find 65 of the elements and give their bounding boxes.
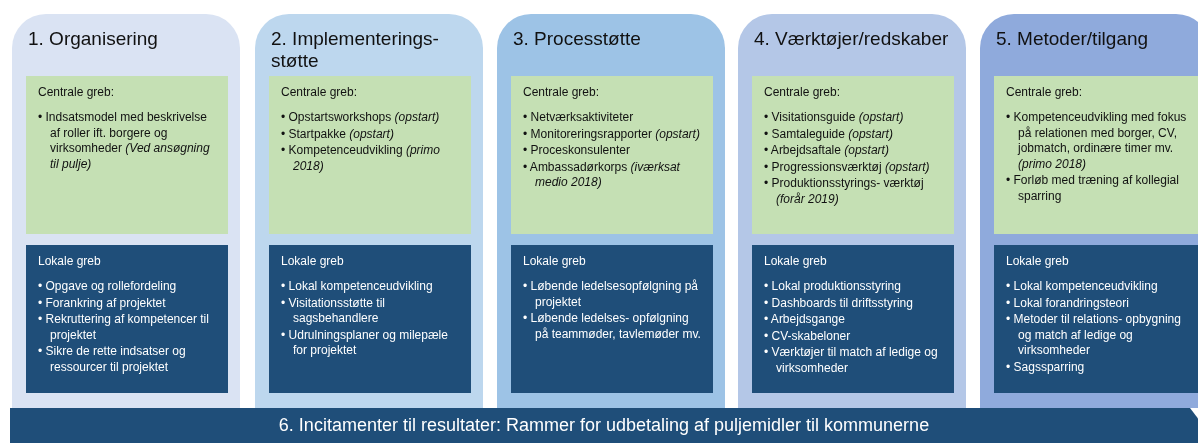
bullet-item: • Sikre de rette indsatser og ressourcer til projektet bbox=[38, 344, 187, 375]
bullet-item: • Arbejdsaftale (opstart) bbox=[764, 143, 890, 159]
central-measures-box bbox=[26, 76, 228, 234]
box-heading: Centrale greb: bbox=[1006, 84, 1084, 100]
bullet-item: • Proceskonsulenter bbox=[523, 143, 631, 159]
pillar-column bbox=[738, 14, 966, 408]
bullet-item: • Netværksaktiviteter bbox=[523, 110, 635, 126]
bullet-item: • Lokal forandringsteori bbox=[1006, 295, 1130, 311]
bullet-item: • Værktøjer til match af ledige og virksomheder bbox=[764, 345, 939, 376]
column-heading: 4. Værktøjer/redskaber bbox=[753, 27, 950, 50]
bullet-item: • Indsatsmodel med beskrivelse af roller ift. borgere og virksomheder (Ved ansøgning til pulje) bbox=[38, 110, 211, 172]
foundation-band bbox=[10, 408, 1198, 443]
box-heading: Centrale greb: bbox=[764, 84, 842, 100]
bullet-item: • Udrulningsplaner og milepæle for projektet bbox=[281, 327, 449, 359]
central-measures-box bbox=[511, 76, 713, 234]
bullet-item: • Forankring af projektet bbox=[38, 295, 167, 311]
bullet-item: • Lokal produktionsstyring bbox=[764, 279, 902, 295]
column-heading: 3. Processtøtte bbox=[512, 27, 642, 50]
box-heading: Lokale greb bbox=[1006, 253, 1070, 269]
band-text: 6. Incitamenter til resultater: Rammer for udbetaling af puljemidler til kommunerne bbox=[278, 415, 930, 436]
bullet-item: • Forløb med træning af kollegial sparring bbox=[1006, 173, 1180, 204]
bullet-item: • Opgave og rollefordeling bbox=[38, 279, 178, 295]
bullet-item: • Kompetenceudvikling med fokus på relationen med borger, CV, jobmatch, ordinære timer mv. (primo 2018) bbox=[1006, 110, 1188, 172]
bullet-item: • Arbejdsgange bbox=[764, 312, 846, 328]
bullet-item: • Startpakke (opstart) bbox=[281, 126, 395, 142]
bullet-item: • Opstartsworkshops (opstart) bbox=[281, 110, 441, 126]
bullet-item: • CV-skabeloner bbox=[764, 328, 852, 344]
box-heading: Centrale greb: bbox=[38, 84, 116, 100]
box-heading: Centrale greb: bbox=[281, 84, 359, 100]
column-heading: 1. Organisering bbox=[27, 27, 159, 50]
box-heading: Lokale greb bbox=[764, 253, 828, 269]
pillar-column bbox=[255, 14, 483, 408]
box-heading: Lokale greb bbox=[38, 253, 102, 269]
local-measures-box bbox=[269, 245, 471, 393]
bullet-item: • Rekruttering af kompetencer til projektet bbox=[38, 312, 210, 343]
bullet-item: • Lokal kompetenceudvikling bbox=[281, 279, 434, 295]
bullet-item: • Progressionsværktøj (opstart) bbox=[764, 159, 931, 175]
column-heading: 5. Metoder/tilgang bbox=[995, 27, 1150, 50]
local-measures-box bbox=[511, 245, 713, 393]
column-heading: 2. Implementerings- støtte bbox=[270, 27, 440, 72]
bullet-item: • Produktionsstyrings- værktøj (forår 2019) bbox=[764, 176, 925, 207]
central-measures-box bbox=[269, 76, 471, 234]
box-heading: Lokale greb bbox=[281, 253, 345, 269]
local-measures-box bbox=[752, 245, 954, 393]
bullet-item: • Ambassadørkorps (iværksat medio 2018) bbox=[523, 159, 681, 191]
bullet-item: • Løbende ledelses- opfølgning på teammøder, tavlemøder mv. bbox=[523, 311, 702, 342]
bullet-item: • Visitationsstøtte til sagsbehandlere bbox=[281, 295, 386, 327]
local-measures-box bbox=[26, 245, 228, 393]
central-measures-box bbox=[752, 76, 954, 234]
bullet-item: • Monitoreringsrapporter (opstart) bbox=[523, 126, 701, 142]
pillar-column bbox=[497, 14, 725, 408]
bullet-item: • Samtaleguide (opstart) bbox=[764, 126, 894, 142]
pillar-column bbox=[12, 14, 240, 408]
box-heading: Lokale greb bbox=[523, 253, 587, 269]
central-measures-box bbox=[994, 76, 1198, 234]
bullet-item: • Visitationsguide (opstart) bbox=[764, 110, 905, 126]
pillar-column bbox=[980, 14, 1198, 408]
bullet-item: • Løbende ledelsesopfølgning på projektet bbox=[523, 279, 699, 310]
local-measures-box bbox=[994, 245, 1198, 393]
bullet-item: • Lokal kompetenceudvikling bbox=[1006, 279, 1159, 295]
bullet-item: • Metoder til relations- opbygning og match af ledige og virksomheder bbox=[1006, 312, 1182, 359]
bullet-item: • Sagssparring bbox=[1006, 359, 1086, 375]
bullet-item: • Kompetenceudvikling (primo 2018) bbox=[281, 143, 441, 174]
box-heading: Centrale greb: bbox=[523, 84, 601, 100]
bullet-item: • Dashboards til driftsstyring bbox=[764, 295, 914, 311]
